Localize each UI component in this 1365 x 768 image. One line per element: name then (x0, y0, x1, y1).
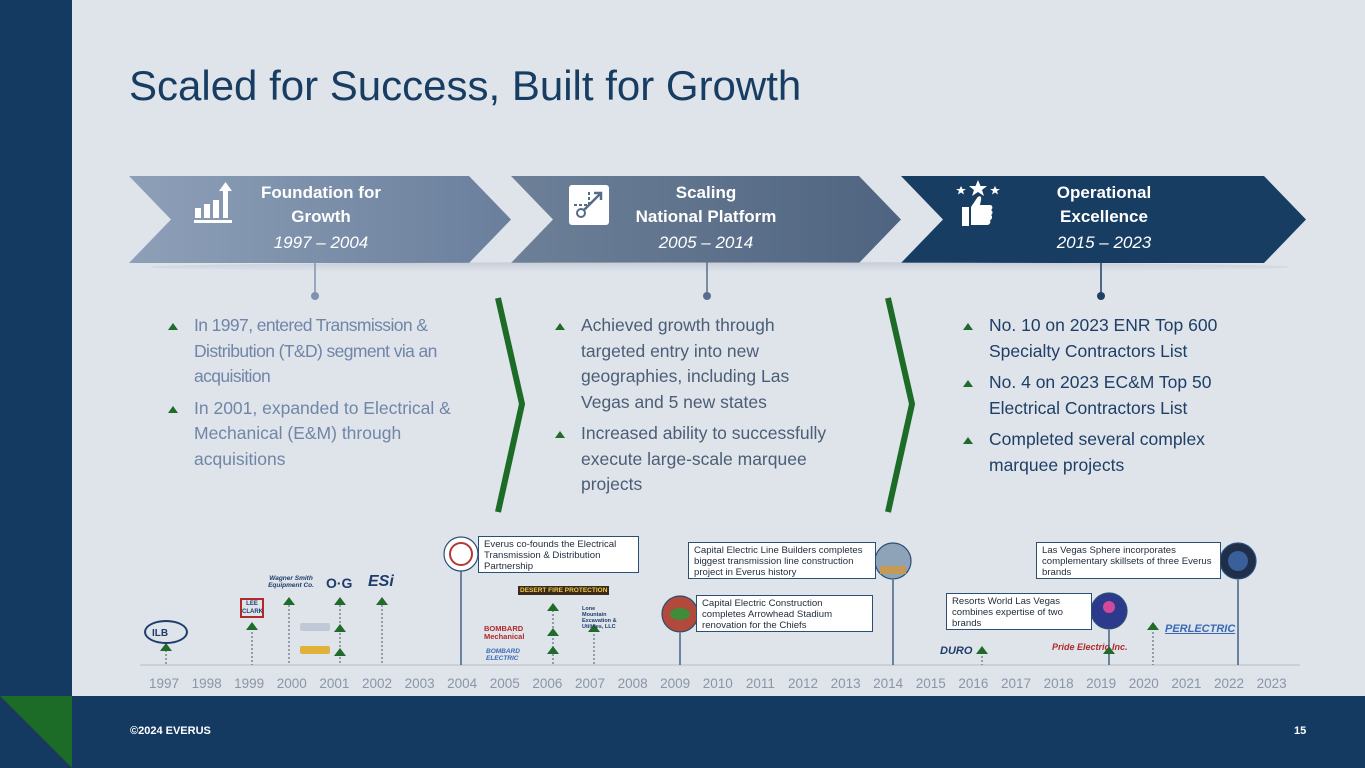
callout-2004: Everus co-founds the Electrical Transmis… (478, 536, 639, 573)
small-logo-2001-b (300, 646, 330, 654)
year-label: 2003 (404, 676, 435, 691)
year-label: 2013 (830, 676, 861, 691)
year-label: 2001 (319, 676, 350, 691)
phase-chevron-3 (901, 176, 1306, 263)
year-label: 2008 (617, 676, 648, 691)
phase-3-bullet: No. 10 on 2023 ENR Top 600 Specialty Con… (963, 313, 1263, 364)
desert-fire-logo: DESERT FIRE PROTECTION (518, 586, 610, 595)
year-label: 2004 (447, 676, 478, 691)
esi-logo: ESi (368, 573, 394, 590)
phase-1-bullet: In 2001, expanded to Electrical & Mechan… (168, 396, 468, 473)
phase-1-years: 1997 – 2004 (273, 233, 369, 252)
separator-chevron-1 (495, 297, 526, 513)
year-label: 2007 (574, 676, 606, 691)
year-label: 2022 (1213, 676, 1245, 691)
phase-3-bullet: Completed several complex marquee projec… (963, 427, 1263, 478)
year-label: 2020 (1128, 676, 1159, 691)
year-label: 1999 (234, 676, 265, 691)
callout-2019: Resorts World Las Vegas combines experti… (946, 593, 1092, 630)
year-label: 2023 (1256, 676, 1287, 691)
timeline-graphics (140, 536, 1300, 666)
phase-2-bullets: Achieved growth through targeted entry i… (555, 313, 855, 504)
phase-2-bullet: Achieved growth through targeted entry i… (555, 313, 821, 415)
year-label: 1998 (191, 676, 222, 691)
ilb-logo: ILB (144, 620, 188, 644)
year-label: 2009 (660, 676, 691, 691)
bombard-mechanical-logo: BOMBARD Mechanical (484, 624, 525, 641)
pride-electric-logo: Pride Electric Inc. (1052, 642, 1128, 652)
year-label: 2021 (1171, 676, 1202, 691)
year-label: 2010 (702, 676, 733, 691)
phase-2-header: Scaling National Platform 2005 – 2014 (616, 181, 796, 255)
phase-1-bullet: In 1997, entered Transmission & Distribu… (168, 313, 468, 390)
year-label: 2018 (1043, 676, 1074, 691)
growth-target-icon (569, 185, 609, 225)
year-label: 2016 (958, 676, 989, 691)
thumbs-up-stars-icon (956, 180, 1000, 226)
year-label: 2019 (1086, 676, 1117, 691)
year-label: 2012 (787, 676, 819, 691)
callout-2014: Capital Electric Line Builders completes… (688, 542, 876, 579)
year-label: 2011 (745, 676, 775, 691)
year-label: 2015 (915, 676, 946, 691)
phase-3-header: Operational Excellence 2015 – 2023 (1024, 181, 1184, 255)
og-logo: O·G (326, 575, 353, 591)
year-label: 2006 (532, 676, 563, 691)
year-label: 1997 (148, 676, 180, 691)
phase-2-title: Scaling (675, 183, 737, 202)
year-label: 2014 (873, 676, 904, 691)
footer-bar (0, 696, 1365, 768)
phase-2-years: 2005 – 2014 (658, 233, 754, 252)
left-accent-bar (0, 0, 72, 768)
slide-title: Scaled for Success, Built for Growth (129, 62, 802, 109)
phase-connectors (311, 262, 1105, 300)
year-label: 2002 (361, 676, 393, 691)
wagner-smith-logo: Wagner Smith Equipment Co. (268, 575, 314, 589)
phase-3-bullets: No. 10 on 2023 ENR Top 600 Specialty Con… (963, 313, 1263, 484)
corner-accent (0, 696, 72, 768)
phase-3-title: Operational (1056, 183, 1152, 202)
phase-1-header: Foundation for Growth 1997 – 2004 (241, 181, 401, 255)
year-label: 2000 (276, 676, 307, 691)
callout-2022: Las Vegas Sphere incorporates complement… (1036, 542, 1221, 579)
perlectric-logo: PERLECTRIC (1165, 623, 1236, 635)
year-label: 2017 (1000, 676, 1032, 691)
phase-1-title: Foundation for (261, 183, 381, 202)
year-label: 2005 (489, 676, 520, 691)
bar-chart-icon (194, 182, 232, 223)
phase-3-title-2: Excellence (1060, 207, 1148, 226)
phase-1-title-2: Growth (291, 207, 351, 226)
chevron-shadow (150, 262, 1290, 272)
copyright-text: ©2024 EVERUS (130, 725, 211, 737)
lee-clark-logo: LEE CLARK (240, 598, 264, 618)
phase-3-years: 2015 – 2023 (1056, 233, 1152, 252)
phase-2-bullet: Increased ability to successfully execut… (555, 421, 855, 498)
phase-2-title-2: National Platform (635, 207, 777, 226)
callout-2009: Capital Electric Construction completes … (696, 595, 873, 632)
separator-chevron-2 (885, 297, 916, 513)
bombard-electric-logo: BOMBARD ELECTRIC (486, 648, 520, 662)
lone-mountain-logo: Lone Mountain Excavation & Utilities, LL… (582, 606, 617, 630)
duro-logo: DURO (940, 645, 973, 657)
phase-3-bullet: No. 4 on 2023 EC&M Top 50 Electrical Con… (963, 370, 1263, 421)
phase-1-bullets: In 1997, entered Transmission & Distribu… (168, 313, 468, 478)
small-logo-2001-a (300, 623, 330, 631)
page-number: 15 (1294, 725, 1307, 737)
